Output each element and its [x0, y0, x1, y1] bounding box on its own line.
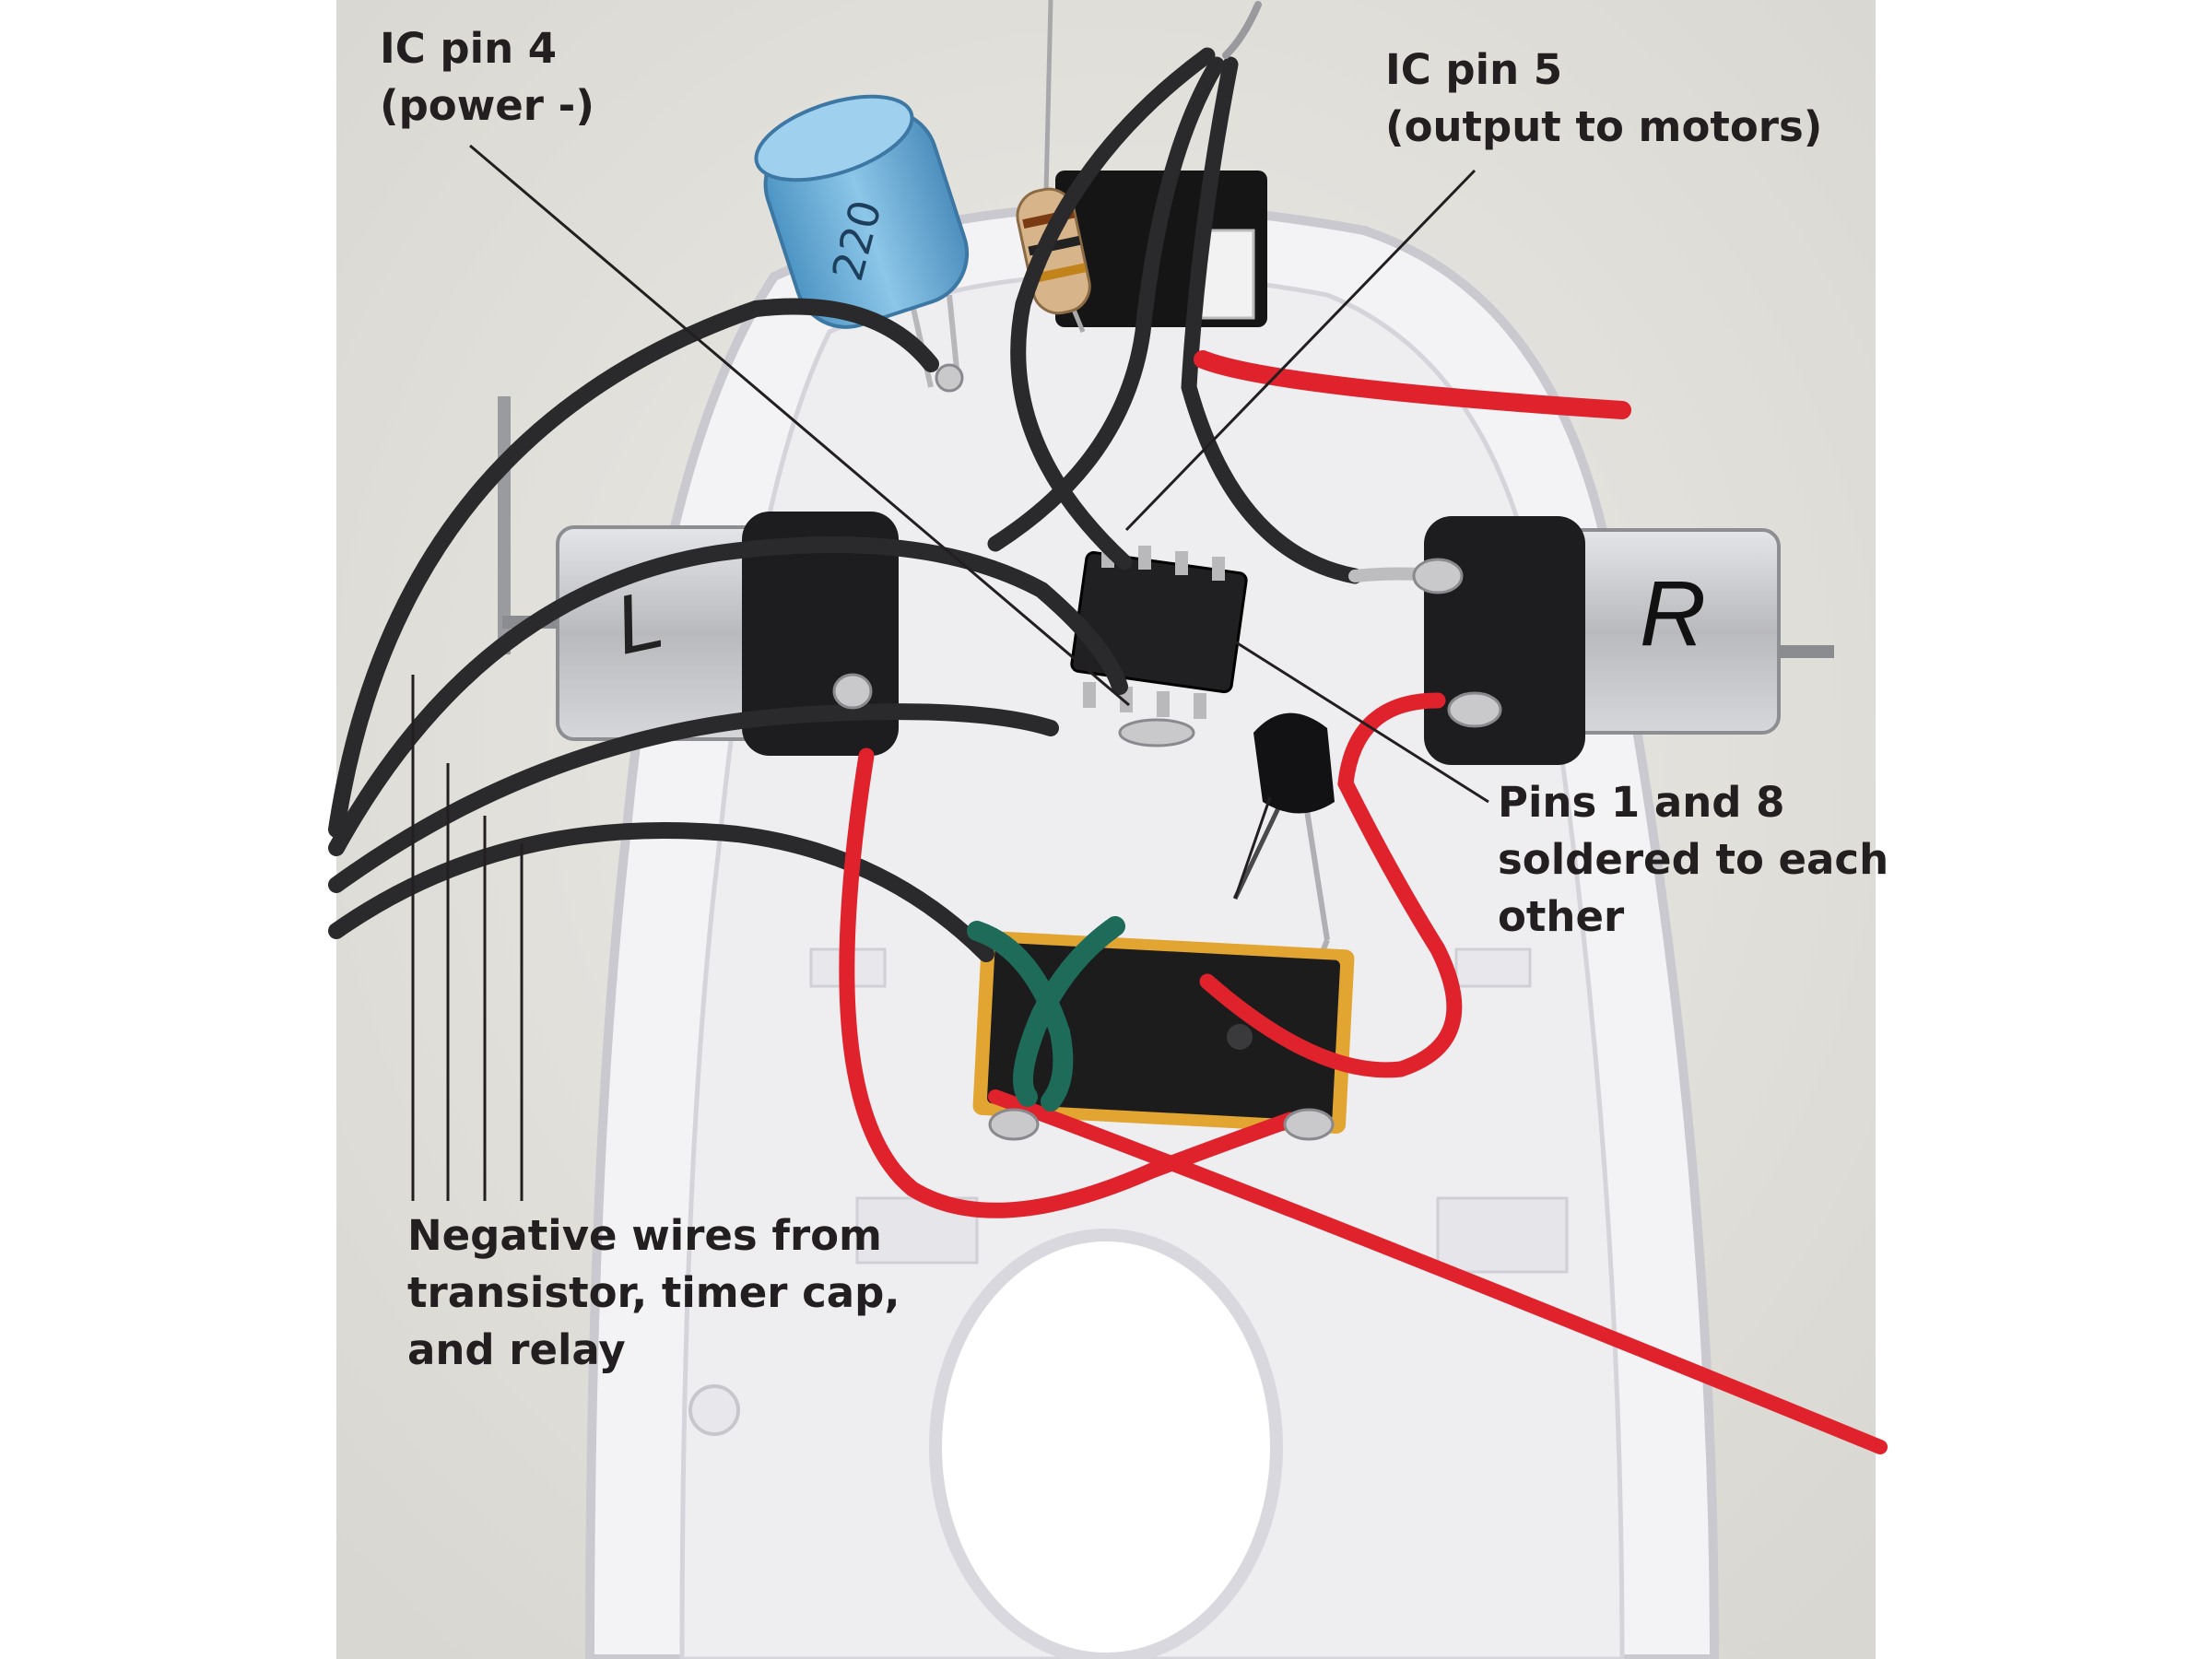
callout-line: (output to motors) [1385, 102, 1823, 151]
green-wire [967, 916, 1125, 1112]
callout-line: IC pin 5 [1385, 45, 1563, 94]
leader-lines [411, 144, 1489, 1201]
callout-line: other [1498, 892, 1625, 941]
timer-ic [1070, 544, 1248, 719]
wheel-opening [929, 1229, 1283, 1659]
callout-line: soldered to each [1498, 835, 1889, 884]
callout-line: IC pin 4 [380, 24, 558, 73]
right-motor-mark: R [1640, 562, 1706, 665]
callout-line: Pins 1 and 8 [1498, 778, 1785, 827]
pins-1-8-label: Pins 1 and 8 soldered to each other [1498, 774, 1888, 946]
callout-line: and relay [407, 1325, 626, 1374]
negative-wires-label: Negative wires from transistor, timer ca… [407, 1207, 900, 1379]
callout-line: Negative wires from [407, 1211, 882, 1260]
housing-tab [1436, 1196, 1569, 1274]
red-wires [839, 350, 1888, 1454]
black-wires [328, 1, 1444, 962]
callout-line: transistor, timer cap, [407, 1268, 900, 1317]
screw-post [688, 1384, 740, 1436]
housing-tab [1454, 947, 1532, 988]
housing-tab [855, 1196, 979, 1265]
ic-pin-4-label: IC pin 4 (power -) [380, 20, 594, 135]
right-motor [1424, 516, 1834, 765]
timer-capacitor [754, 94, 970, 388]
solder-joints [832, 363, 1502, 1141]
ic-pin-5-label: IC pin 5 (output to motors) [1385, 41, 1822, 156]
callout-line: (power -) [380, 81, 594, 130]
